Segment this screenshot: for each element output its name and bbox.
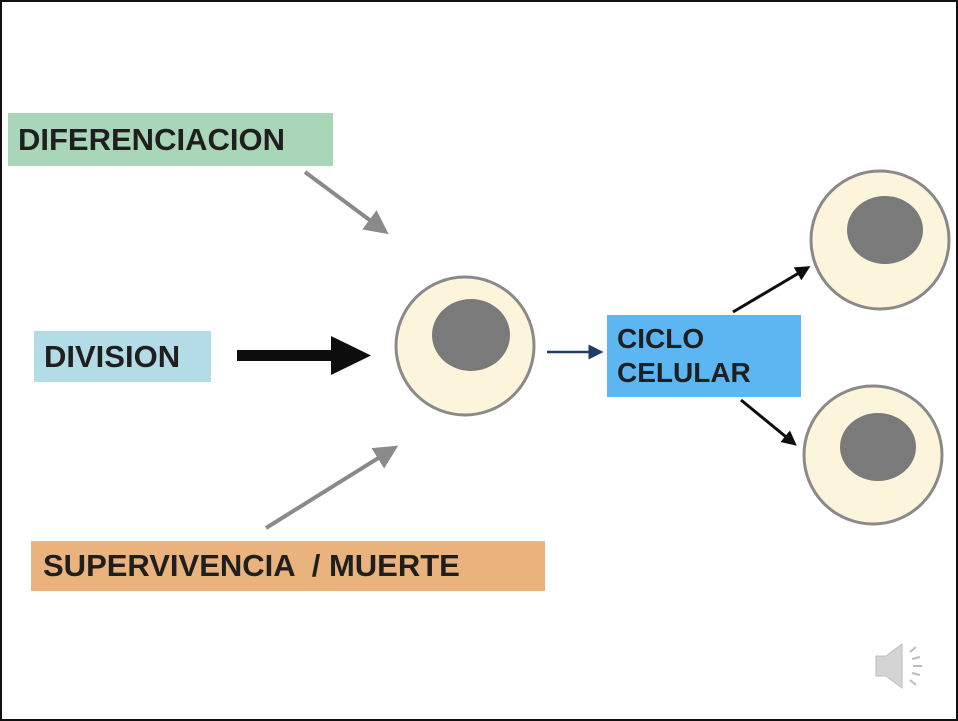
daughter-nucleus-top — [847, 196, 923, 264]
label-differentiation-text: DIFERENCIACION — [18, 121, 285, 157]
arrow-survival — [264, 445, 399, 530]
speaker-icon[interactable] — [875, 643, 922, 689]
label-division: DIVISION — [34, 331, 211, 382]
label-survival: SUPERVIVENCIA / MUERTE — [31, 541, 545, 591]
arrow-division — [237, 336, 371, 375]
parent-nucleus — [432, 299, 510, 371]
label-differentiation: DIFERENCIACION — [8, 113, 333, 166]
label-division-text: DIVISION — [44, 338, 181, 374]
daughter-cell-bottom — [802, 384, 944, 526]
arrow-to-daughter-top — [732, 266, 811, 314]
label-cell-cycle-line2: CELULAR — [617, 357, 751, 388]
label-cell-cycle-line1: CICLO — [617, 323, 705, 355]
daughter-nucleus-bottom — [840, 413, 916, 481]
arrow-differentiation — [303, 170, 389, 235]
daughter-cell-top — [809, 169, 951, 311]
label-cell-cycle: CICLO CELULAR — [607, 315, 801, 397]
label-survival-text: SUPERVIVENCIA / MUERTE — [43, 548, 460, 583]
arrow-to-daughter-bottom — [740, 398, 797, 446]
parent-cell — [394, 275, 536, 417]
